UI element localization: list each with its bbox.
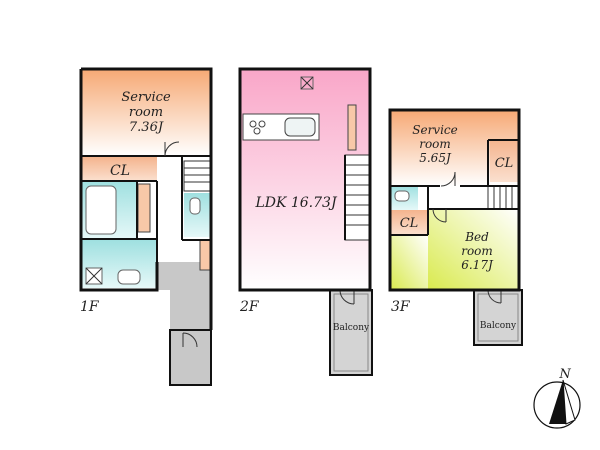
floor-2: LDK 16.73J Balcony 2F — [238, 67, 373, 376]
sink-icon — [117, 269, 141, 285]
compass-icon: N — [533, 367, 581, 429]
stairs-2f-icon — [344, 154, 370, 241]
balcony-3f — [473, 289, 523, 346]
floor-3: Service room 5.65J CL CL Bed room 6.17J … — [388, 108, 523, 346]
shoe-cabinet-1f — [199, 239, 211, 271]
closet-1f-label: CL — [110, 163, 130, 179]
service-room-1f-size: 7.36J — [129, 120, 164, 135]
toilet-3f-icon — [394, 190, 410, 202]
service-room-3f-label-2: room — [419, 137, 451, 151]
service-room-1f — [81, 69, 211, 156]
closet-3f-b — [390, 210, 428, 235]
bed-room-3f-label-2: room — [461, 244, 493, 258]
bed-room-3f-label: Bed — [464, 230, 489, 244]
service-room-3f-size: 5.65J — [419, 151, 452, 165]
floor-2-label: 2F — [239, 299, 260, 315]
closet-3f-b-label: CL — [400, 216, 419, 231]
floor-1: Service room 7.36J CL 1F — [79, 67, 213, 386]
entrance-porch-1f — [169, 329, 212, 386]
floor-1-label: 1F — [80, 299, 100, 315]
kitchen-sink-icon — [284, 117, 316, 137]
closet-3f-a — [490, 140, 519, 182]
bed-room-3f-ext — [390, 235, 428, 290]
ldk-2f-label: LDK 16.73J — [254, 195, 338, 211]
balcony-3f-label: Balcony — [480, 321, 517, 331]
closet-1f — [81, 157, 157, 181]
shelf-1f — [137, 183, 151, 233]
service-room-1f-label-2: room — [129, 105, 163, 120]
compass-north-label: N — [558, 367, 571, 382]
bed-room-3f-size: 6.17J — [461, 258, 494, 272]
toilet-icon — [189, 197, 201, 215]
corridor-1f — [157, 262, 211, 330]
stairs-1f-icon — [183, 160, 211, 192]
closet-3f-a-label: CL — [495, 156, 514, 171]
floor-3-label: 3F — [391, 299, 411, 315]
service-room-1f-label: Service — [121, 90, 171, 105]
service-room-3f-label: Service — [412, 123, 458, 137]
bed-room-3f — [428, 209, 519, 290]
pantry-2f — [347, 104, 357, 151]
bathtub-icon — [85, 185, 117, 235]
balcony-2f-label: Balcony — [333, 323, 370, 333]
stairs-3f-icon — [487, 185, 520, 210]
vent-icon — [300, 76, 314, 90]
